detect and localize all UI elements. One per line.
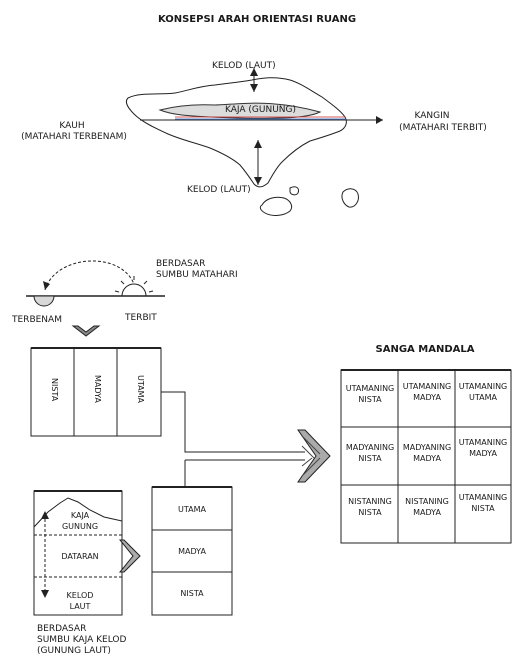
kelod-bottom-arrowhead-down — [254, 177, 262, 185]
cell-1-line-2: NISTA — [358, 395, 382, 404]
cell-5-line-2: MADYA — [413, 454, 441, 463]
terbit-label: TERBIT — [124, 313, 157, 323]
kaja-label: KAJA (GUNUNG) — [225, 105, 296, 115]
gunung-label: GUNUNG — [62, 522, 98, 531]
big-right-arrow-icon — [297, 429, 331, 483]
cell-3-line-2: UTAMA — [469, 393, 497, 402]
kaja-arrowhead — [41, 511, 49, 519]
cell-1-line-1: UTAMANING — [346, 384, 395, 393]
cell-8-line-1: NISTANING — [405, 497, 449, 506]
zone-utama: UTAMA — [136, 375, 145, 403]
caption-line-3: (GUNUNG LAUT) — [37, 646, 111, 656]
kangin-sub-label: (MATAHARI TERBIT) — [399, 123, 487, 133]
stack-madya: MADYA — [178, 547, 206, 556]
cell-4-line-2: NISTA — [358, 454, 382, 463]
island-outline — [125, 77, 347, 188]
kelod-top-arrowhead-up — [250, 68, 258, 76]
zone-nista: NISTA — [50, 378, 59, 402]
zone-madya: MADYA — [93, 375, 102, 403]
cell-5-line-1: MADYANING — [403, 443, 451, 452]
kangin-label: KANGIN — [415, 111, 450, 121]
chevron-down-icon — [71, 325, 101, 337]
island-map: KELOD (LAUT) KAJA (GUNUNG) KAUH (MATAHAR… — [21, 61, 487, 216]
kangin-arrowhead — [376, 116, 383, 124]
cell-8-line-2: MADYA — [413, 508, 441, 517]
kaja-kelod-zones: KAJA GUNUNG DATARAN KELOD LAUT — [33, 490, 123, 616]
dataran-label: DATARAN — [61, 552, 98, 561]
island-small-1 — [259, 196, 293, 216]
sun-axis-figure: BERDASAR SUMBU MATAHARI TERBENAM TERBIT — [11, 259, 238, 337]
kelod-arrowhead — [41, 590, 49, 598]
cell-6-line-1: UTAMANING — [459, 438, 508, 447]
island-small-2 — [289, 186, 299, 196]
diagram-title: KONSEPSI ARAH ORIENTASI RUANG — [158, 14, 356, 25]
cell-4-line-1: MADYANING — [346, 443, 394, 452]
cell-6-line-2: MADYA — [469, 449, 497, 458]
kaja-kelod-stack: UTAMA MADYA NISTA — [151, 486, 233, 616]
kauh-label: KAUH — [59, 121, 84, 131]
small-right-arrow-icon — [118, 539, 141, 573]
kauh-sub-label: (MATAHARI TERBENAM) — [21, 132, 127, 142]
sun-axis-zones: NISTA MADYA UTAMA — [30, 347, 162, 437]
rising-sun-icon — [114, 276, 154, 297]
setting-sun-icon — [33, 295, 55, 307]
laut-label: LAUT — [70, 602, 91, 611]
island-small-3 — [341, 188, 359, 208]
kaja-label: KAJA — [71, 511, 90, 520]
stack-utama: UTAMA — [178, 505, 206, 514]
kelod-top-arrowhead-down — [250, 84, 258, 92]
cell-9-line-1: UTAMANING — [459, 493, 508, 502]
stack-nista: NISTA — [180, 589, 204, 598]
caption-line-1: BERDASAR — [37, 624, 86, 634]
cell-2-line-1: UTAMANING — [403, 382, 452, 391]
cell-3-line-1: UTAMANING — [459, 382, 508, 391]
sanga-mandala-title: SANGA MANDALA — [376, 344, 475, 355]
kelod-label: KELOD — [67, 591, 94, 600]
kelod-top-label: KELOD (LAUT) — [212, 61, 276, 71]
kelod-bottom-arrowhead-up — [254, 140, 262, 148]
mountain-icon — [33, 497, 123, 528]
connector-line-1 — [161, 391, 305, 453]
sun-path-arrowhead — [43, 281, 50, 290]
cell-2-line-2: MADYA — [413, 393, 441, 402]
cell-9-line-2: NISTA — [471, 504, 495, 513]
sanga-mandala: SANGA MANDALA UTAMANING NISTA UTAMANING … — [340, 344, 512, 544]
sun-axis-label-2: SUMBU MATAHARI — [156, 270, 238, 280]
terbenam-label: TERBENAM — [11, 315, 62, 325]
sun-path-arc — [44, 260, 135, 291]
cell-7-line-2: NISTA — [358, 508, 382, 517]
sun-axis-label-1: BERDASAR — [156, 259, 205, 269]
cell-7-line-1: NISTANING — [348, 497, 392, 506]
kelod-bottom-label: KELOD (LAUT) — [187, 185, 251, 195]
caption-line-2: SUMBU KAJA KELOD — [37, 635, 126, 645]
